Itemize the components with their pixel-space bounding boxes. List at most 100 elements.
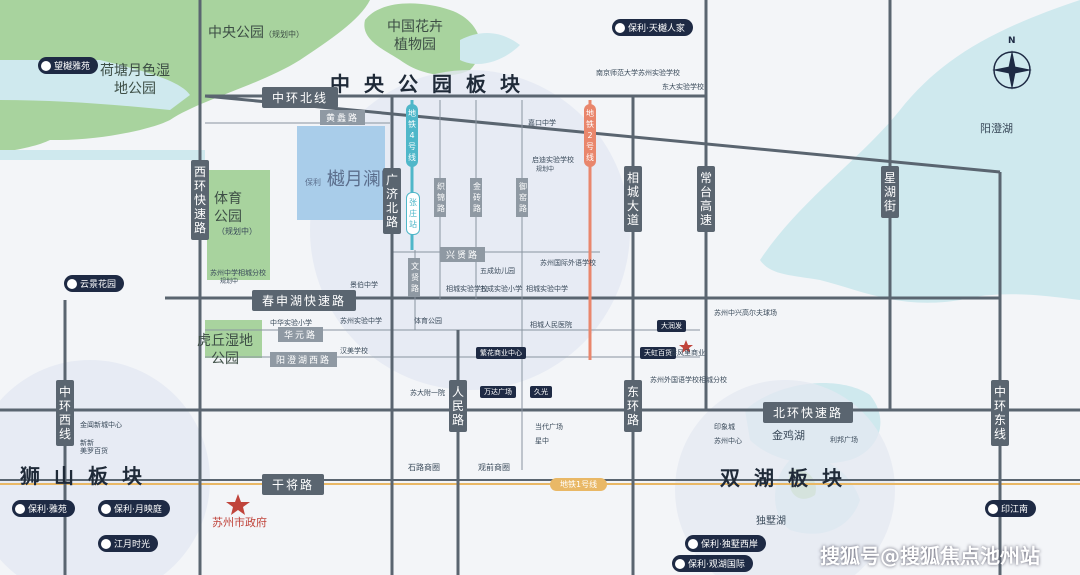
landmark-jiuguang: 久光 [530,386,552,398]
zhonghuan-north-road [204,94,1001,174]
road-yuyuan: 御窑路 [516,178,528,217]
school-yuandang: 嘉口中学 [528,119,556,127]
road-beihuan: 北环快速路 [763,402,854,423]
school-jingbo: 景伯中学 [350,281,378,289]
project-yinjiangnan[interactable]: 印江南 [985,500,1037,517]
school-hanmei: 汉美学校 [340,347,368,355]
project-yayuan-label: 保利·雅苑 [28,505,67,515]
school-wuwei-pri: 五成实验小学 [480,285,522,293]
school-wuwei-kid: 五成幼儿园 [480,267,515,275]
block-central-park: 中央公园板块 [330,72,534,96]
school-qishi-note: 规划中 [536,166,555,173]
park-botanical: 中国花卉植物园 [387,19,443,53]
project-wangyue[interactable]: 望樾雅苑 [38,57,99,74]
park-huqiu: 虎丘湿地公园 [197,333,253,367]
lake-yangcheng: 阳澄湖 [980,122,1013,135]
road-zhonghuan-east: 中环东线 [991,380,1009,446]
pin-icon [615,22,625,33]
yangcheng-inner [959,46,1060,114]
shishan-halo [0,360,210,575]
pin-icon [675,558,685,569]
pin-icon [67,278,77,289]
school-sz-normal: 南京师范大学苏州实验学校 [596,69,680,77]
lake-dushu: 独墅湖 [756,516,786,527]
metro-line1-label: 地铁1号线 [550,478,608,491]
school-suzhongxiang-note: 规划中 [220,278,239,285]
hospital-sudafu: 苏大附一院 [410,389,445,397]
road-xinghu: 星湖街 [881,166,899,218]
park-sports: 体育公园 [214,191,242,225]
landmark-shilu: 石路商圈 [408,463,440,472]
golf-xiangtian: 苏州中兴高尔夫球场 [714,309,777,317]
label-yinxiang: 印象城 [714,423,735,431]
project-yueying[interactable]: 保利·月映庭 [98,500,170,517]
project-site [297,126,385,220]
school-zhonghua: 中华实验小学 [270,319,312,327]
landmark-xintiandi: 繁花商业中心 [476,347,526,359]
school-qishi: 启迪实验学校 [532,156,574,164]
pin-icon [41,60,51,71]
landmark-chunfeng: 春风里商业 [670,349,705,357]
project-name: 保利 樾月澜园 [305,165,399,191]
label-xingzhong: 星中 [535,437,549,445]
pin-icon [988,503,998,514]
label-suzhou-center: 苏州中心 [714,437,742,445]
road-zhonghuan-west: 中环西线 [56,380,74,446]
road-xiangcheng: 相城大道 [624,166,642,232]
project-yinjiangnan-label: 印江南 [1001,505,1029,515]
project-tianyue-label: 保利·天樾人家 [628,24,685,34]
compass [992,50,1032,90]
school-tiyu: 体育公园 [414,317,442,325]
project-dushu-label: 保利·独墅西岸 [701,540,758,550]
project-dushu[interactable]: 保利·独墅西岸 [685,535,766,552]
metro-zhangzhuang-station: 张庄站 [406,192,420,235]
pin-icon [101,538,111,549]
road-guangji-north: 广济北路 [383,168,401,234]
metro-line4-label: 地铁4号线 [406,104,418,167]
school-xiangyuan: 相城实验学校 [446,285,488,293]
liji-star [679,340,693,353]
road-yangchenghu-west: 阳澄湖西路 [270,352,338,367]
label-meiluo: 美罗百货 [80,447,108,455]
canal-west [0,150,205,160]
project-logo: 保利 [305,178,321,187]
road-changtai: 常台高速 [697,166,715,232]
project-yayuan[interactable]: 保利·雅苑 [12,500,75,517]
school-sushi: 苏州实验中学 [340,317,382,325]
park-sports-note: （规划中） [217,227,257,236]
school-dongda: 东大实验学校 [662,83,704,91]
road-huangdai: 黄蠡路 [320,110,366,125]
road-wenxian: 文贤路 [408,258,420,297]
label-jinxi2: 金阊新城中心 [80,421,122,429]
road-zhonghuan-north: 中环北线 [262,87,339,108]
park-central-label: 中央公园 [208,25,264,41]
project-tianyue[interactable]: 保利·天樾人家 [612,19,693,36]
block-shuanghu: 双湖板块 [720,466,856,490]
label-danggui: 当代广场 [535,423,563,431]
green-area-west [0,140,50,152]
road-chunshenhu: 春申湖快速路 [252,290,357,311]
landmark-liji: 利邦广场 [830,436,858,444]
landmark-dayue: 大润发 [657,320,686,332]
botanical-water [460,33,520,65]
school-suzhongxiang: 苏州中学相城分校 [210,269,266,277]
sports-park [207,170,270,280]
project-yunjing[interactable]: 云景花园 [64,275,125,292]
road-xihuan: 西环快速路 [191,160,209,240]
watermark: 搜狐号@搜狐焦点池州站 [820,544,1040,568]
project-jiangyue[interactable]: 江月时光 [98,535,159,552]
road-zhijin: 织锦路 [434,178,446,217]
landmark-city-gov: 苏州市政府 [212,516,267,529]
block-shishan: 狮山板块 [20,464,156,488]
school-xiangcheng-ex: 相城实验中学 [526,285,568,293]
park-hetang: 荷塘月色湿地公园 [100,63,170,97]
road-jinzhuan: 金砖路 [470,178,482,217]
landmark-guanqian: 观前商圈 [478,463,510,472]
project-guanhu-label: 保利·观湖国际 [688,560,745,570]
road-huayuan: 华元路 [278,327,324,342]
project-halo [310,70,630,390]
label-xinxin: 新新 [80,439,94,447]
project-guanhu[interactable]: 保利·观湖国际 [672,555,753,572]
project-yunjing-label: 云景花园 [80,280,117,290]
